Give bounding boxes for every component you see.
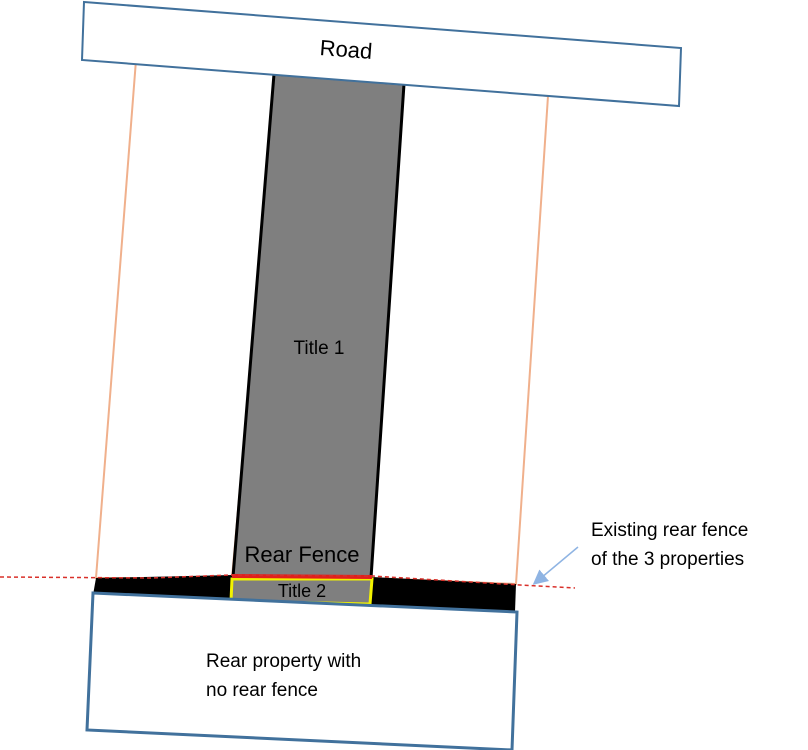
existing-fence-label-line-1: Existing rear fence (591, 520, 748, 541)
title-2-label: Title 2 (278, 581, 326, 601)
rear-property (85, 591, 519, 750)
existing-fence-label-line-2: of the 3 properties (591, 549, 744, 570)
rear-property-label-line-2: no rear fence (206, 680, 318, 701)
rear-property-label-line-1: Rear property with (206, 651, 361, 672)
road-label: Road (319, 35, 373, 64)
road (80, 0, 683, 108)
rear-fence-label: Rear Fence (245, 542, 360, 567)
existing-rear-fence-dashed (0, 574, 576, 589)
title-1-parcel (231, 72, 406, 580)
title-1-label: Title 1 (293, 338, 344, 359)
rear-fence-line (231, 574, 373, 579)
fence-pointer-arrow (532, 546, 579, 585)
